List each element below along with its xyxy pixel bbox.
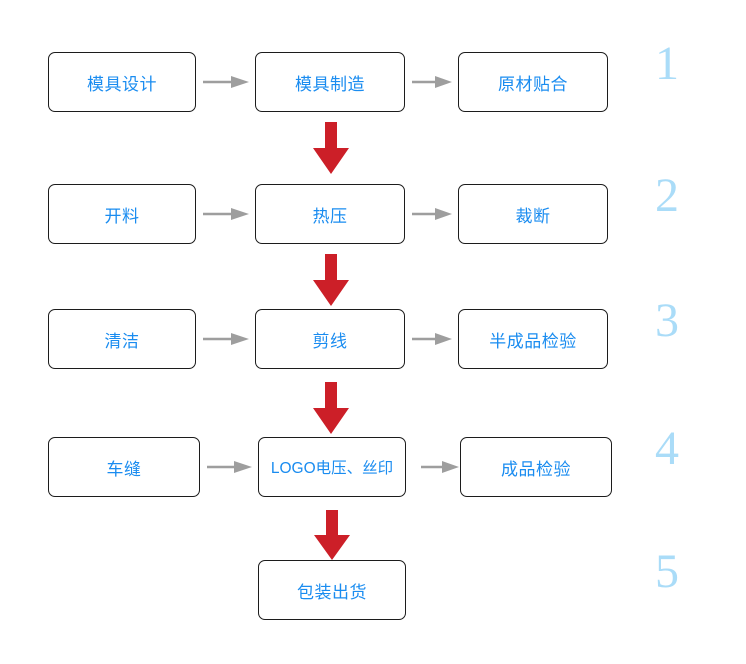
arrow-right-icon	[207, 460, 252, 474]
process-node-finished-inspection[interactable]: 成品检验	[460, 437, 612, 497]
arrow-right-icon	[412, 207, 452, 221]
node-label: 剪线	[312, 331, 348, 351]
node-label: 热压	[312, 206, 348, 226]
process-node-cutting-material[interactable]: 开料	[48, 184, 196, 244]
node-label: 开料	[104, 206, 140, 226]
process-node-sewing[interactable]: 车缝	[48, 437, 200, 497]
node-label: 清洁	[104, 331, 140, 351]
process-node-hot-press[interactable]: 热压	[255, 184, 405, 244]
process-node-semifinished-inspection[interactable]: 半成品检验	[458, 309, 608, 369]
process-node-mold-manufacture[interactable]: 模具制造	[255, 52, 405, 112]
arrow-down-icon	[313, 254, 349, 306]
node-label: 裁断	[515, 206, 551, 226]
arrow-right-icon	[412, 75, 452, 89]
node-label: 包装出货	[297, 582, 367, 602]
arrow-right-icon	[203, 332, 249, 346]
process-node-raw-lamination[interactable]: 原材贴合	[458, 52, 608, 112]
stage-number-1: 1	[655, 37, 679, 90]
node-label: 车缝	[106, 459, 142, 479]
node-label: 模具制造	[295, 74, 365, 94]
node-label: 模具设计	[87, 74, 157, 94]
process-node-logo-print[interactable]: LOGO电压、丝印	[258, 437, 406, 497]
stage-number-3: 3	[655, 294, 679, 347]
arrow-down-icon	[313, 382, 349, 434]
process-node-packing-shipping[interactable]: 包装出货	[258, 560, 406, 620]
stage-number-2: 2	[655, 169, 679, 222]
node-label: 原材贴合	[498, 74, 568, 94]
process-node-mold-design[interactable]: 模具设计	[48, 52, 196, 112]
process-node-die-cutting[interactable]: 裁断	[458, 184, 608, 244]
stage-number-5: 5	[655, 545, 679, 598]
node-label: 半成品检验	[489, 331, 577, 351]
arrow-right-icon	[421, 460, 459, 474]
node-label: LOGO电压、丝印	[270, 460, 394, 477]
arrow-right-icon	[203, 75, 249, 89]
arrow-down-icon	[313, 122, 349, 174]
node-label: 成品检验	[501, 459, 571, 479]
arrow-down-icon	[314, 510, 350, 560]
process-node-thread-trimming[interactable]: 剪线	[255, 309, 405, 369]
arrow-right-icon	[203, 207, 249, 221]
process-node-cleaning[interactable]: 清洁	[48, 309, 196, 369]
stage-number-4: 4	[655, 422, 679, 475]
arrow-right-icon	[412, 332, 452, 346]
